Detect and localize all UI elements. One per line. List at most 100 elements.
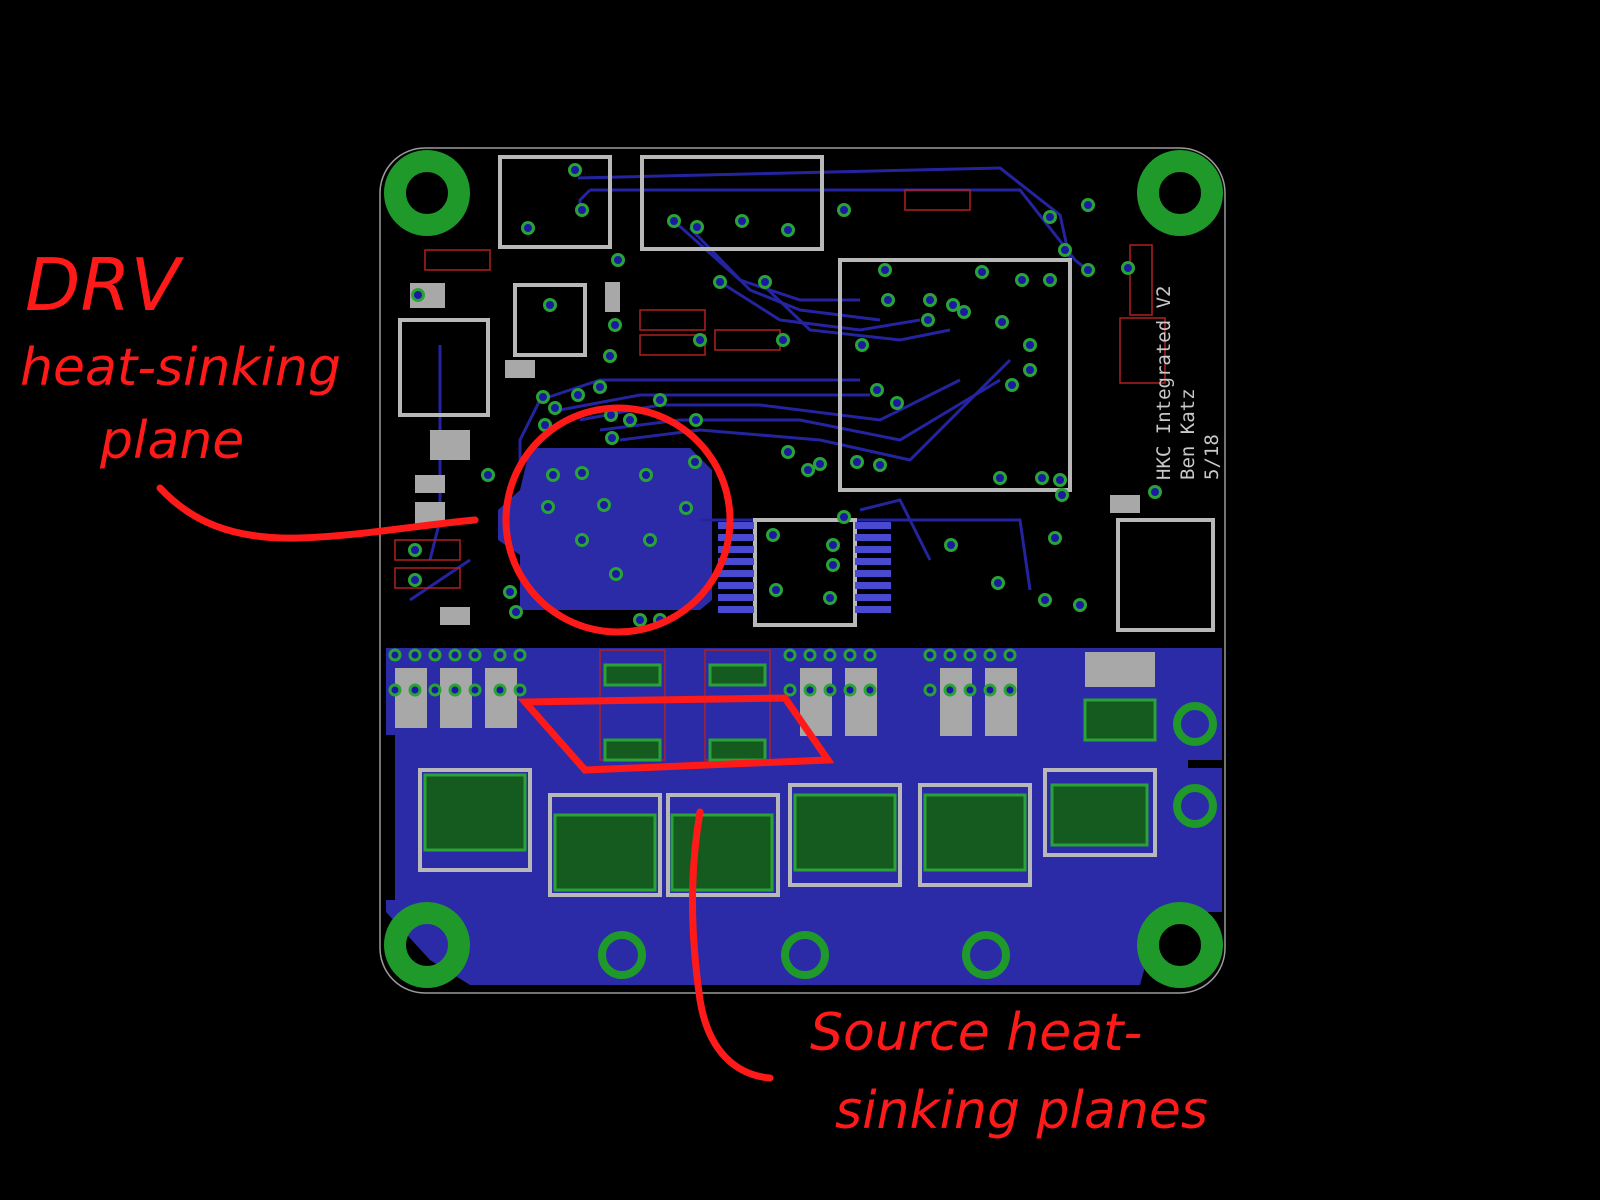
via (1043, 210, 1057, 224)
part-keepout (639, 309, 706, 331)
via (428, 648, 442, 662)
via (1073, 598, 1087, 612)
component-outline (498, 155, 612, 249)
trace (559, 393, 870, 412)
via (1053, 473, 1067, 487)
via (769, 583, 783, 597)
via (995, 315, 1009, 329)
via (837, 203, 851, 217)
components (394, 155, 1215, 897)
via (603, 349, 617, 363)
annotation-marks (156, 404, 835, 1082)
part-keepout (639, 334, 706, 356)
drv-heat-sinking-plane (498, 448, 712, 610)
via (639, 468, 653, 482)
silk-date: 5/18 (1201, 434, 1223, 480)
trace (758, 280, 951, 342)
annotation-source-1: Source heat- (810, 1003, 1142, 1063)
ic-pin (855, 606, 891, 613)
via (411, 288, 425, 302)
via (1048, 531, 1062, 545)
via (408, 543, 422, 557)
component-outline (838, 258, 1072, 492)
ic-pin (718, 606, 754, 613)
via (823, 591, 837, 605)
via (837, 510, 851, 524)
via (923, 293, 937, 307)
via (826, 558, 840, 572)
via (1035, 471, 1049, 485)
via (863, 648, 877, 662)
via (776, 333, 790, 347)
trace (859, 498, 932, 561)
via (823, 648, 837, 662)
via (1081, 263, 1095, 277)
via (1005, 378, 1019, 392)
part-keepout (424, 249, 491, 271)
via (823, 683, 837, 697)
via (1043, 273, 1057, 287)
trace (719, 280, 921, 332)
trace (619, 358, 1012, 462)
part-keepout (394, 539, 461, 561)
via (713, 275, 727, 289)
via (608, 318, 622, 332)
via (513, 648, 527, 662)
trace (409, 558, 471, 602)
via (1003, 683, 1017, 697)
ic-pin (855, 546, 891, 553)
via (493, 648, 507, 662)
via (758, 275, 772, 289)
ic-pin (718, 546, 754, 553)
via (975, 265, 989, 279)
component-outline (548, 793, 662, 897)
smd-pad (395, 668, 427, 728)
ic-pin (855, 534, 891, 541)
via (983, 683, 997, 697)
via (921, 313, 935, 327)
via (1003, 648, 1017, 662)
via (541, 500, 555, 514)
trace (577, 166, 1072, 261)
via (983, 648, 997, 662)
via (575, 533, 589, 547)
via (1015, 273, 1029, 287)
component-outline (788, 783, 902, 887)
via (575, 466, 589, 480)
component-outline (1116, 518, 1215, 632)
via (803, 683, 817, 697)
via (783, 683, 797, 697)
part-keepout (904, 189, 971, 211)
via (878, 263, 892, 277)
via (813, 457, 827, 471)
via (623, 413, 637, 427)
part-keepout (394, 567, 461, 589)
smd-pad (845, 668, 877, 736)
via (448, 648, 462, 662)
via (546, 468, 560, 482)
via (605, 431, 619, 445)
via (735, 214, 749, 228)
via (826, 538, 840, 552)
ic-pin (718, 582, 754, 589)
component-outline (398, 318, 490, 417)
ic-pin (718, 570, 754, 577)
via (781, 445, 795, 459)
via (548, 401, 562, 415)
via (1081, 198, 1095, 212)
via (783, 648, 797, 662)
thermal-via-array (1083, 698, 1157, 742)
via (428, 683, 442, 697)
via (690, 220, 704, 234)
ic-pin (855, 558, 891, 565)
via (611, 253, 625, 267)
via (1148, 485, 1162, 499)
via (781, 223, 795, 237)
via (963, 683, 977, 697)
component-outline (513, 283, 587, 357)
smd-pad (505, 360, 535, 378)
via (688, 455, 702, 469)
via (863, 683, 877, 697)
ic-pin (855, 582, 891, 589)
